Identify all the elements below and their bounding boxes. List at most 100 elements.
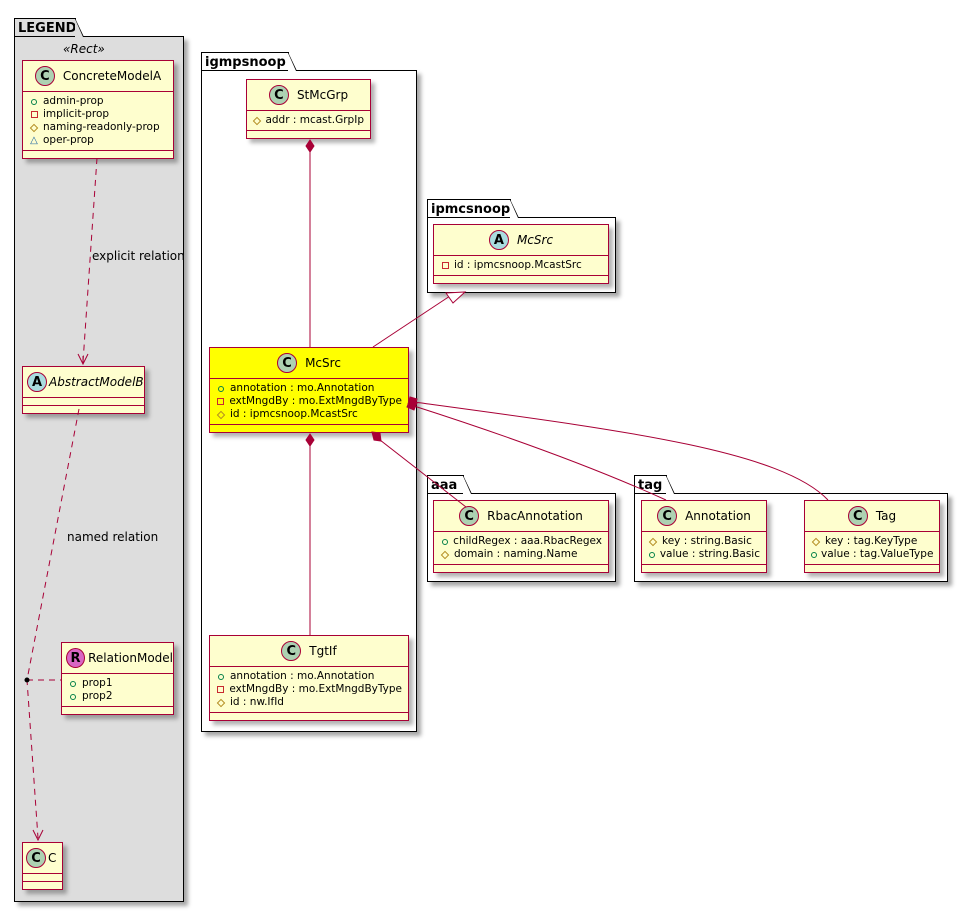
attribute-text: key : string.Basic [662,535,752,547]
class-header: C StMcGrp [247,80,370,111]
class-name: RbacAnnotation [487,509,583,523]
class-header: C McSrc [210,348,408,379]
class-header: C ConcreteModelA [23,61,173,92]
class-header: C TgtIf [210,636,408,667]
class-attributes: id : ipmcsnoop.McastSrc [434,256,608,276]
edge-mcsrc-tag [413,401,829,501]
class-stmcgrp[interactable]: C StMcGrp addr : mcast.GrpIp [246,79,371,139]
class-attributes: annotation : mo.Annotation extMngdBy : m… [210,667,408,713]
class-concrete-model-a[interactable]: C ConcreteModelA admin-prop implicit-pro… [22,60,174,159]
edge-mcsrc-rbacannotation [379,439,467,508]
class-c-icon: C [459,506,480,526]
attribute-text: annotation : mo.Annotation [230,670,375,682]
legend-package-tab: LEGEND [14,18,84,37]
class-a-icon: A [27,372,47,392]
attribute-text: value : tag.ValueType [821,548,934,560]
attribute-row: prop1 [68,677,167,690]
attribute-row: id : ipmcsnoop.McastSrc [440,259,602,272]
class-attributes: admin-prop implicit-prop naming-readonly… [23,92,173,151]
arrowhead-named-relation [32,829,44,842]
class-name: TgtIf [309,644,337,658]
attribute-row: naming-readonly-prop [29,121,167,134]
class-name: Tag [875,509,897,523]
attribute-text: annotation : mo.Annotation [230,382,375,394]
class-header: C RbacAnnotation [434,501,608,532]
generalization-triangle [445,291,467,304]
class-c-icon: C [657,506,678,526]
class-header: A McSrc [434,225,608,256]
association-point [24,677,30,683]
named-relation-label: named relation [67,530,159,544]
class-attributes: key : tag.KeyType value : tag.ValueType [805,532,939,565]
attribute-row: value : tag.ValueType [811,548,933,561]
attribute-text: naming-readonly-prop [43,121,160,133]
attribute-row: id : ipmcsnoop.McastSrc [216,408,402,421]
edge-explicit-relation [82,157,98,363]
class-tgtif[interactable]: C TgtIf annotation : mo.Annotation extMn… [209,635,409,721]
class-attributes: addr : mcast.GrpIp [247,111,370,131]
class-attributes: childRegex : aaa.RbacRegex domain : nami… [434,532,608,565]
attribute-row: value : string.Basic [648,548,760,561]
class-c-icon: C [268,85,289,105]
class-c-icon: C [277,353,298,373]
class-name: Annotation [685,509,751,523]
class-igmpsnoop-mcsrc[interactable]: C McSrc annotation : mo.Annotation extMn… [209,347,409,433]
attribute-text: addr : mcast.GrpIp [265,114,364,126]
class-name: RelationModel [88,651,173,665]
explicit-relation-label: explicit relation [92,249,185,263]
attribute-text: domain : naming.Name [454,548,578,560]
edge-generalization [372,293,454,348]
attribute-text: value : string.Basic [659,548,760,560]
aaa-package-tab: aaa [427,475,472,494]
class-header: C Annotation [642,501,766,532]
attribute-text: id : nw.IfId [230,696,284,708]
class-header: R RelationModel [62,643,173,674]
attribute-text: childRegex : aaa.RbacRegex [453,535,602,547]
class-c-icon: C [26,848,46,868]
class-abstract-model-b[interactable]: A AbstractModelB [22,366,145,414]
class-rbac-annotation[interactable]: C RbacAnnotation childRegex : aaa.RbacRe… [433,500,609,573]
attribute-row: childRegex : aaa.RbacRegex [440,535,602,548]
attribute-row: admin-prop [29,95,167,108]
class-name: McSrc [305,356,341,370]
ipmcsnoop-package-tab: ipmcsnoop [427,199,519,218]
attribute-text: id : ipmcsnoop.McastSrc [454,259,582,271]
attribute-row: extMngdBy : mo.ExtMngdByType [216,683,402,696]
attribute-text: prop1 [82,677,113,689]
class-c-icon: C [34,66,55,86]
attribute-text: extMngdBy : mo.ExtMngdByType [229,395,402,407]
class-ipmcsnoop-mcsrc[interactable]: A McSrc id : ipmcsnoop.McastSrc [433,224,609,284]
attribute-text: prop2 [82,690,113,702]
attribute-row: prop2 [68,690,167,703]
attribute-row: key : tag.KeyType [811,535,933,548]
class-relation-model[interactable]: R RelationModel prop1 prop2 [61,642,174,715]
class-tag-annotation[interactable]: C Annotation key : string.Basic value : … [641,500,767,573]
class-attributes: key : string.Basic value : string.Basic [642,532,766,565]
class-name: McSrc [516,233,554,247]
attribute-row: key : string.Basic [648,535,760,548]
class-attributes: annotation : mo.Annotation extMngdBy : m… [210,379,408,425]
attribute-text: admin-prop [43,95,104,107]
composition-diamond-stmcgrp [305,139,315,153]
attribute-row: annotation : mo.Annotation [216,670,402,683]
class-c[interactable]: C C [22,842,63,890]
class-name: ConcreteModelA [62,69,162,83]
igmpsnoop-package-tab: igmpsnoop [201,52,297,71]
composition-diamond-tgtif [305,433,315,447]
composition-diamond-tag [407,396,418,407]
class-header: C C [23,843,62,874]
attribute-row: extMngdBy : mo.ExtMngdByType [216,395,402,408]
class-name: StMcGrp [296,88,349,102]
attribute-text: implicit-prop [43,108,110,120]
class-tag[interactable]: C Tag key : tag.KeyType value : tag.Valu… [804,500,940,573]
class-name: C [48,851,57,865]
legend-stereotype: «Rect» [63,42,105,56]
composition-diamond-rbac [371,431,382,442]
attribute-row: addr : mcast.GrpIp [253,114,364,127]
attribute-row: oper-prop [29,134,167,147]
edge-named-relation [26,408,80,839]
attribute-row: annotation : mo.Annotation [216,382,402,395]
class-a-icon: A [488,230,509,250]
class-c-icon: C [847,506,868,526]
